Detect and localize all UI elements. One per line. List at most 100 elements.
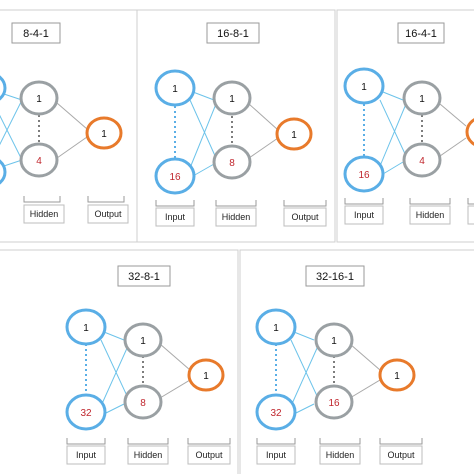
- output-label-box: [187, 445, 231, 465]
- connection: [100, 345, 129, 407]
- connection: [192, 163, 215, 177]
- hidden-bracket: [319, 438, 361, 445]
- hidden-node-top: [402, 80, 442, 116]
- panel-title: 32-16-1: [316, 271, 354, 283]
- connection: [100, 339, 129, 399]
- network-panel-8-4-1: 8-4-1 1 4 1 Hidden Output: [0, 22, 129, 224]
- hidden-node-bottom: [123, 384, 163, 420]
- input-label-box: [344, 205, 384, 225]
- input-node-bottom: [65, 393, 107, 431]
- output-bracket: [87, 196, 125, 203]
- hidden-node-top-label: 1: [140, 336, 146, 347]
- output-label-box: [283, 207, 327, 227]
- connection: [379, 99, 407, 157]
- output-node-label: 1: [291, 130, 297, 141]
- panel-title-box: [117, 265, 171, 287]
- input-label: Input: [76, 450, 97, 460]
- hidden-label-box: [127, 445, 169, 465]
- hidden-node-top-label: 1: [36, 94, 42, 105]
- hidden-bracket: [215, 200, 257, 207]
- output-node: [85, 116, 123, 150]
- input-label-box: [66, 445, 106, 465]
- hidden-node-bottom-label: 4: [419, 156, 425, 167]
- hidden-label-box: [319, 445, 361, 465]
- input-bracket: [155, 200, 195, 207]
- input-node-top: [65, 308, 107, 346]
- output-label: Output: [291, 212, 319, 222]
- input-node-bottom: [255, 393, 297, 431]
- connection: [293, 331, 315, 341]
- output-label-box: [467, 205, 474, 225]
- connection: [248, 137, 279, 159]
- connection: [382, 91, 404, 101]
- hidden-node-bottom: [212, 144, 252, 180]
- connection: [382, 161, 404, 175]
- output-node: [465, 118, 474, 146]
- input-node-bottom: [0, 159, 7, 185]
- connection: [56, 102, 88, 130]
- hidden-node-bottom: [314, 384, 354, 420]
- connection: [0, 114, 23, 161]
- output-label-box: [379, 445, 423, 465]
- hidden-node-top-label: 1: [419, 94, 425, 105]
- input-node-top-label: 1: [273, 323, 279, 334]
- output-label-box: [87, 204, 129, 224]
- hidden-label: Hidden: [326, 450, 355, 460]
- output-bracket: [379, 438, 423, 445]
- panel-title-box: [305, 265, 365, 287]
- output-node: [187, 358, 225, 392]
- panel-frame: [239, 249, 474, 474]
- connection: [103, 331, 125, 341]
- output-bracket: [467, 198, 474, 205]
- input-node-top: [343, 67, 385, 105]
- panel-title: 16-4-1: [405, 28, 437, 40]
- network-panel-16-8-1: 16-8-1 1 16 1 8 1 Input Hidden Output: [154, 22, 327, 227]
- input-node-top-label: 1: [361, 82, 367, 93]
- hidden-node-top-label: 1: [331, 336, 337, 347]
- input-bracket: [66, 438, 106, 445]
- input-node-top: [0, 75, 7, 101]
- connection: [159, 343, 191, 371]
- hidden-node-bottom: [402, 142, 442, 178]
- input-node-top: [154, 69, 196, 107]
- hidden-label: Hidden: [134, 450, 163, 460]
- output-node-label: 1: [101, 129, 107, 140]
- connection: [159, 379, 191, 399]
- hidden-label-box: [409, 205, 451, 225]
- connection: [56, 136, 88, 159]
- output-label: Output: [195, 450, 223, 460]
- output-node-label: 1: [394, 371, 400, 382]
- connection: [248, 103, 279, 131]
- input-node-bottom-label: 32: [80, 408, 92, 419]
- input-node-bottom-label: 16: [169, 172, 181, 183]
- network-panel-32-16-1: 32-16-1 1 32 1 16 1 Input Hidden Output: [255, 265, 423, 465]
- hidden-node-top-label: 1: [229, 94, 235, 105]
- hidden-label-box: [215, 207, 257, 227]
- connection: [290, 339, 319, 399]
- hidden-node-bottom: [19, 142, 59, 178]
- hidden-node-bottom-label: 8: [229, 158, 235, 169]
- hidden-node-top: [314, 322, 354, 358]
- output-node: [275, 117, 313, 151]
- output-bracket: [187, 438, 231, 445]
- panel-title-box: [206, 22, 260, 44]
- input-label: Input: [266, 450, 287, 460]
- panel-title: 16-8-1: [217, 28, 249, 40]
- hidden-label-box: [23, 204, 65, 224]
- connection: [349, 343, 381, 371]
- input-label: Input: [165, 212, 186, 222]
- input-node-bottom: [154, 157, 196, 195]
- connection: [379, 103, 407, 167]
- input-bracket: [256, 438, 296, 445]
- panel-title: 32-8-1: [128, 271, 160, 283]
- input-node-top-label: 1: [172, 84, 178, 95]
- output-bracket: [283, 200, 327, 207]
- output-label: Output: [387, 450, 415, 460]
- panel-title: 8-4-1: [23, 28, 49, 40]
- connection: [0, 99, 23, 146]
- network-panel-16-4-1: 16-4-1 1 16 1 4 Input Hidden: [343, 22, 474, 225]
- input-node-bottom-label: 16: [358, 170, 370, 181]
- connection: [103, 403, 125, 415]
- connection: [439, 137, 467, 157]
